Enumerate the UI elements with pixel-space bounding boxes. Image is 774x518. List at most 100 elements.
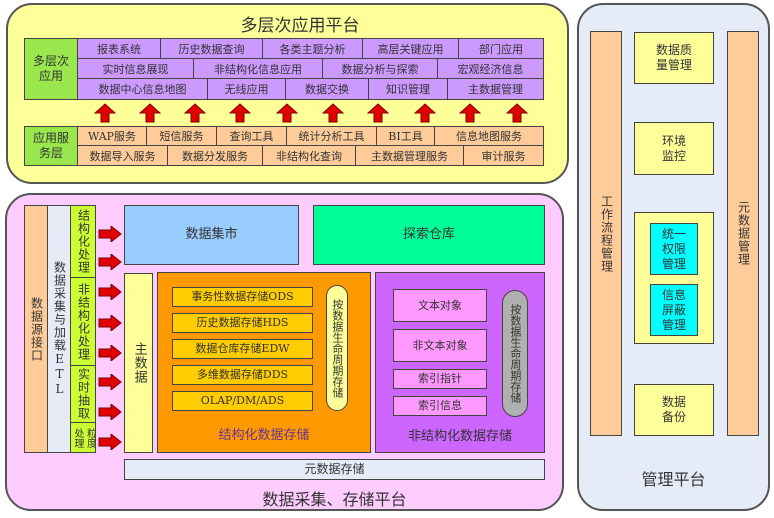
- processing-realtime[interactable]: 实时抽取: [70, 365, 96, 423]
- app-cell[interactable]: 宏观经济信息: [457, 62, 524, 76]
- service-cell[interactable]: 短信服务: [147, 127, 217, 145]
- storage-platform-title: 数据采集、存储平台: [262, 490, 407, 509]
- right-arrow-icon: [98, 252, 122, 272]
- processing-granularity[interactable]: 粒度处理: [70, 422, 96, 453]
- up-arrow-icon: [228, 103, 252, 123]
- info-masking-management[interactable]: 信息 屏蔽 管理: [650, 284, 698, 336]
- unstructured-item[interactable]: 文本对象: [393, 289, 487, 322]
- unstructured-item[interactable]: 索引指针: [393, 369, 487, 389]
- workflow-management-text: 工作流程管理: [599, 194, 614, 273]
- app-cell[interactable]: 各类主题分析: [263, 39, 363, 58]
- exploration-warehouse-text: 探索仓库: [402, 226, 455, 242]
- service-cell[interactable]: 非结构化查询: [263, 146, 356, 165]
- service-row-2: 数据导入服务 数据分发服务 非结构化查询 主数据管理服务 审计服务: [78, 146, 543, 165]
- data-source-interface[interactable]: 数据源接口: [24, 205, 48, 453]
- master-data[interactable]: 主数据: [124, 273, 153, 453]
- structured-storage-title: 结构化数据存储: [218, 428, 310, 443]
- service-cell[interactable]: BI工具: [377, 127, 435, 145]
- structured-item[interactable]: 数据仓库存储EDW: [172, 339, 313, 359]
- data-mart-text: 数据集市: [185, 226, 238, 242]
- app-row-1: 报表系统 历史数据查询 各类主题分析 高层关键应用 部门应用: [78, 39, 543, 59]
- processing-unstructured[interactable]: 非结构化处理: [70, 277, 96, 366]
- app-cell[interactable]: 实时信息展现: [78, 59, 194, 78]
- metadata-management-text: 元数据管理: [736, 201, 751, 266]
- processing-unstructured-text: 非结构化处理: [76, 282, 91, 361]
- app-row-3: 数据中心信息地图 无线应用 数据交换 知识管理 主数据管理: [78, 79, 543, 99]
- app-cell[interactable]: 数据分析与探索: [323, 59, 438, 78]
- service-layer-label: 应用服 务层: [24, 126, 78, 166]
- service-cell[interactable]: WAP服务: [78, 127, 147, 145]
- service-cell[interactable]: 信息地图服务: [456, 130, 522, 143]
- data-source-interface-text: 数据源接口: [29, 296, 44, 362]
- right-arrow-icon: [98, 282, 122, 302]
- up-arrow-icon: [458, 103, 482, 123]
- metadata-storage[interactable]: 元数据存储: [124, 459, 545, 480]
- app-cell[interactable]: 历史数据查询: [161, 39, 263, 58]
- management-platform-title: 管理平台: [641, 470, 706, 489]
- unstructured-lifecycle[interactable]: 按数据生命周期存储: [502, 290, 528, 417]
- data-quality-text: 数据质 量管理: [655, 43, 692, 72]
- service-cell[interactable]: 审计服务: [481, 149, 526, 163]
- processing-structured[interactable]: 结构化处理: [70, 205, 96, 278]
- app-row-2: 实时信息展现 非结构化信息应用 数据分析与探索 宏观经济信息: [78, 59, 543, 79]
- app-layer-label: 多层次 应用: [24, 38, 78, 100]
- app-cell[interactable]: 数据中心信息地图: [78, 79, 208, 99]
- service-layer-label-text: 应用服 务层: [32, 131, 69, 160]
- app-cell[interactable]: 高层关键应用: [363, 39, 459, 58]
- app-layer-grid: 报表系统 历史数据查询 各类主题分析 高层关键应用 部门应用 实时信息展现 非结…: [77, 38, 544, 100]
- app-cell[interactable]: 主数据管理: [468, 83, 523, 96]
- etl-text: 数据采集与加载ETL: [52, 261, 67, 397]
- metadata-storage-text: 元数据存储: [304, 462, 365, 476]
- app-platform-title: 多层次应用平台: [240, 16, 360, 36]
- processing-realtime-text: 实时抽取: [76, 368, 91, 420]
- data-mart[interactable]: 数据集市: [124, 205, 299, 265]
- data-backup-text: 数据 备份: [661, 395, 686, 424]
- service-row-1: WAP服务 短信服务 查询工具 统计分析工具 BI工具 信息地图服务: [78, 127, 543, 146]
- structured-item[interactable]: 历史数据存储HDS: [172, 313, 313, 333]
- unstructured-item[interactable]: 索引信息: [393, 396, 487, 416]
- app-cell[interactable]: 非结构化信息应用: [194, 59, 323, 78]
- up-arrow-icon: [93, 103, 117, 123]
- structured-item[interactable]: 多维数据存储DDS: [172, 365, 313, 385]
- up-arrow-icon: [275, 103, 299, 123]
- service-layer-grid: WAP服务 短信服务 查询工具 统计分析工具 BI工具 信息地图服务 数据导入服…: [77, 126, 544, 166]
- unified-auth-text: 统一 权限 管理: [661, 226, 686, 271]
- structured-item[interactable]: OLAP/DM/ADS: [172, 391, 313, 411]
- structured-lifecycle-text: 按数据生命周期存储: [330, 298, 344, 398]
- service-cell[interactable]: 查询工具: [217, 127, 287, 145]
- right-arrow-icon: [98, 372, 122, 392]
- up-arrow-icon: [366, 103, 390, 123]
- app-cell[interactable]: 数据交换: [286, 79, 369, 99]
- up-arrow-icon: [183, 103, 207, 123]
- metadata-management[interactable]: 元数据管理: [727, 31, 759, 436]
- service-cell[interactable]: 主数据管理服务: [356, 146, 464, 165]
- service-cell[interactable]: 数据分发服务: [168, 146, 263, 165]
- unstructured-lifecycle-text: 按数据生命周期存储: [508, 304, 522, 403]
- up-arrow-icon: [505, 103, 529, 123]
- unified-auth-management[interactable]: 统一 权限 管理: [650, 223, 698, 275]
- etl-column[interactable]: 数据采集与加载ETL: [47, 205, 71, 453]
- processing-granularity-text: 粒度处理: [72, 427, 96, 448]
- right-arrow-icon: [98, 343, 122, 363]
- unstructured-storage-title: 非结构化数据存储: [407, 429, 512, 444]
- service-cell[interactable]: 数据导入服务: [78, 146, 168, 165]
- app-cell[interactable]: 部门应用: [479, 42, 523, 56]
- data-backup[interactable]: 数据 备份: [634, 384, 714, 436]
- exploration-warehouse[interactable]: 探索仓库: [313, 205, 545, 265]
- app-cell[interactable]: 知识管理: [369, 79, 448, 99]
- right-arrow-icon: [98, 402, 122, 422]
- workflow-management[interactable]: 工作流程管理: [590, 31, 622, 436]
- structured-lifecycle[interactable]: 按数据生命周期存储: [326, 285, 348, 411]
- right-arrow-icon: [98, 224, 122, 244]
- right-arrow-icon: [98, 313, 122, 333]
- environment-monitoring[interactable]: 环境 监控: [634, 122, 714, 175]
- unstructured-item[interactable]: 非文本对象: [393, 329, 487, 362]
- up-arrow-icon: [413, 103, 437, 123]
- app-cell[interactable]: 报表系统: [78, 39, 161, 58]
- app-cell[interactable]: 无线应用: [208, 79, 286, 99]
- structured-item[interactable]: 事务性数据存储ODS: [172, 287, 313, 307]
- service-cell[interactable]: 统计分析工具: [287, 127, 377, 145]
- data-quality-management[interactable]: 数据质 量管理: [634, 32, 714, 84]
- processing-structured-text: 结构化处理: [76, 209, 91, 274]
- master-data-text: 主数据: [131, 342, 147, 384]
